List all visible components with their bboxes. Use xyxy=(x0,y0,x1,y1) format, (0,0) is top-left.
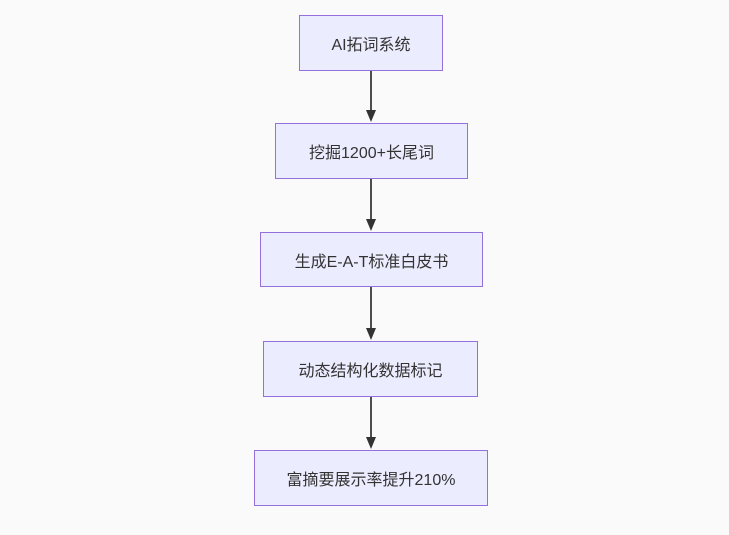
flow-node-label: 挖掘1200+长尾词 xyxy=(309,145,434,162)
flow-node-structured-data-markup: 动态结构化数据标记 xyxy=(263,341,478,397)
flow-node-ai-keyword-system: AI拓词系统 xyxy=(299,15,443,71)
flow-node-longtail-mining: 挖掘1200+长尾词 xyxy=(275,123,468,179)
flow-node-eat-whitepaper: 生成E-A-T标准白皮书 xyxy=(260,232,483,287)
edge-line-d-e xyxy=(370,397,372,438)
arrowhead-down-icon xyxy=(366,328,376,340)
arrowhead-down-icon xyxy=(366,219,376,231)
arrowhead-down-icon xyxy=(366,110,376,122)
edge-line-c-d xyxy=(370,287,372,329)
flow-node-rich-snippet-result: 富摘要展示率提升210% xyxy=(254,450,488,506)
arrowhead-down-icon xyxy=(366,437,376,449)
flow-node-label: 富摘要展示率提升210% xyxy=(286,472,456,489)
flow-node-label: 生成E-A-T标准白皮书 xyxy=(294,253,449,271)
flow-node-label: AI拓词系统 xyxy=(331,37,411,54)
edge-line-a-b xyxy=(370,71,372,111)
flow-node-label: 动态结构化数据标记 xyxy=(298,363,443,380)
edge-line-b-c xyxy=(370,179,372,220)
